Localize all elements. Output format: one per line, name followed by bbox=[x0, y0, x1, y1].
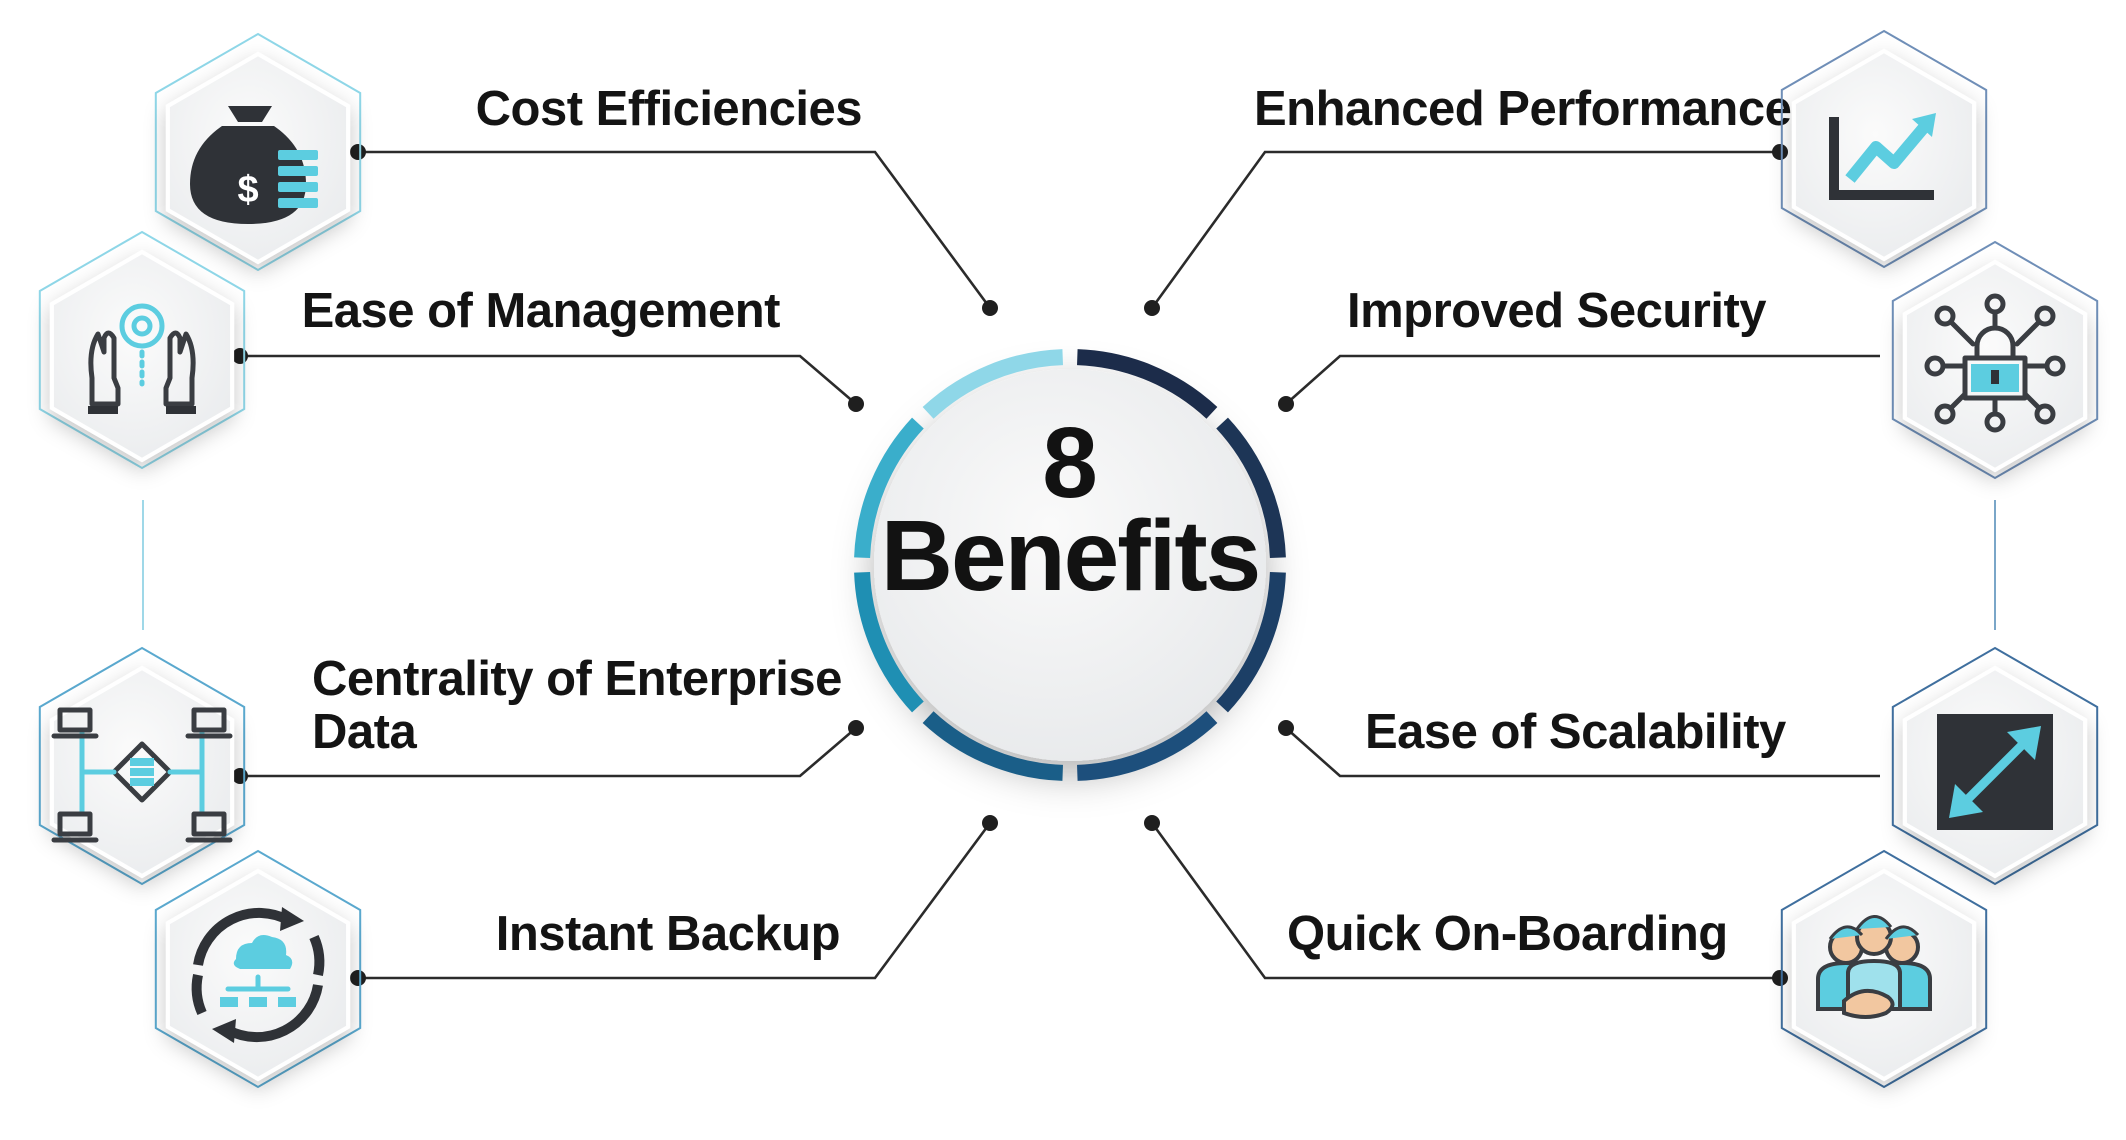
ring-segment bbox=[1216, 571, 1286, 713]
label-ease-of-management: Ease of Management bbox=[302, 284, 781, 338]
connector-ease-of-scalability bbox=[1278, 720, 1880, 778]
ring-segment bbox=[922, 349, 1064, 419]
ring-segment bbox=[854, 571, 924, 713]
connector-cost-efficiencies bbox=[350, 144, 998, 316]
label-quick-onboarding: Quick On-Boarding bbox=[1287, 907, 1728, 961]
label-cost-efficiencies: Cost Efficiencies bbox=[476, 82, 862, 136]
ring-segment bbox=[922, 711, 1064, 781]
center-ring bbox=[854, 349, 1286, 781]
ring-segment bbox=[854, 417, 924, 559]
label-centrality-line2: Data bbox=[312, 705, 417, 759]
connector-ease-of-management bbox=[232, 348, 864, 412]
network-lock-icon bbox=[1924, 293, 2066, 433]
connector-enhanced-performance bbox=[1144, 144, 1788, 316]
ring-segment bbox=[1216, 417, 1286, 559]
center-title: Benefits bbox=[881, 500, 1260, 612]
ring-segment bbox=[1076, 711, 1218, 781]
label-improved-security: Improved Security bbox=[1347, 284, 1766, 338]
growth-chart-icon bbox=[1829, 113, 1936, 200]
expand-arrows-icon bbox=[1937, 714, 2053, 830]
label-ease-of-scalability: Ease of Scalability bbox=[1365, 705, 1786, 759]
idea-hands-icon bbox=[88, 303, 196, 414]
ring-segment bbox=[1076, 349, 1218, 419]
connector-improved-security bbox=[1278, 354, 1880, 412]
label-enhanced-performance: Enhanced Performance bbox=[1254, 82, 1791, 136]
connector-quick-onboarding bbox=[1144, 815, 1788, 986]
connector-instant-backup bbox=[350, 815, 998, 986]
label-instant-backup: Instant Backup bbox=[496, 907, 840, 961]
center-number: 8 bbox=[1042, 407, 1098, 519]
central-database-network-icon bbox=[51, 707, 233, 843]
svg-text:$: $ bbox=[237, 169, 258, 211]
money-bag-icon: $ bbox=[190, 106, 318, 224]
label-centrality-line1: Centrality of Enterprise bbox=[312, 652, 842, 706]
cloud-backup-cycle-icon bbox=[191, 907, 325, 1043]
team-handshake-icon bbox=[1816, 915, 1932, 1019]
